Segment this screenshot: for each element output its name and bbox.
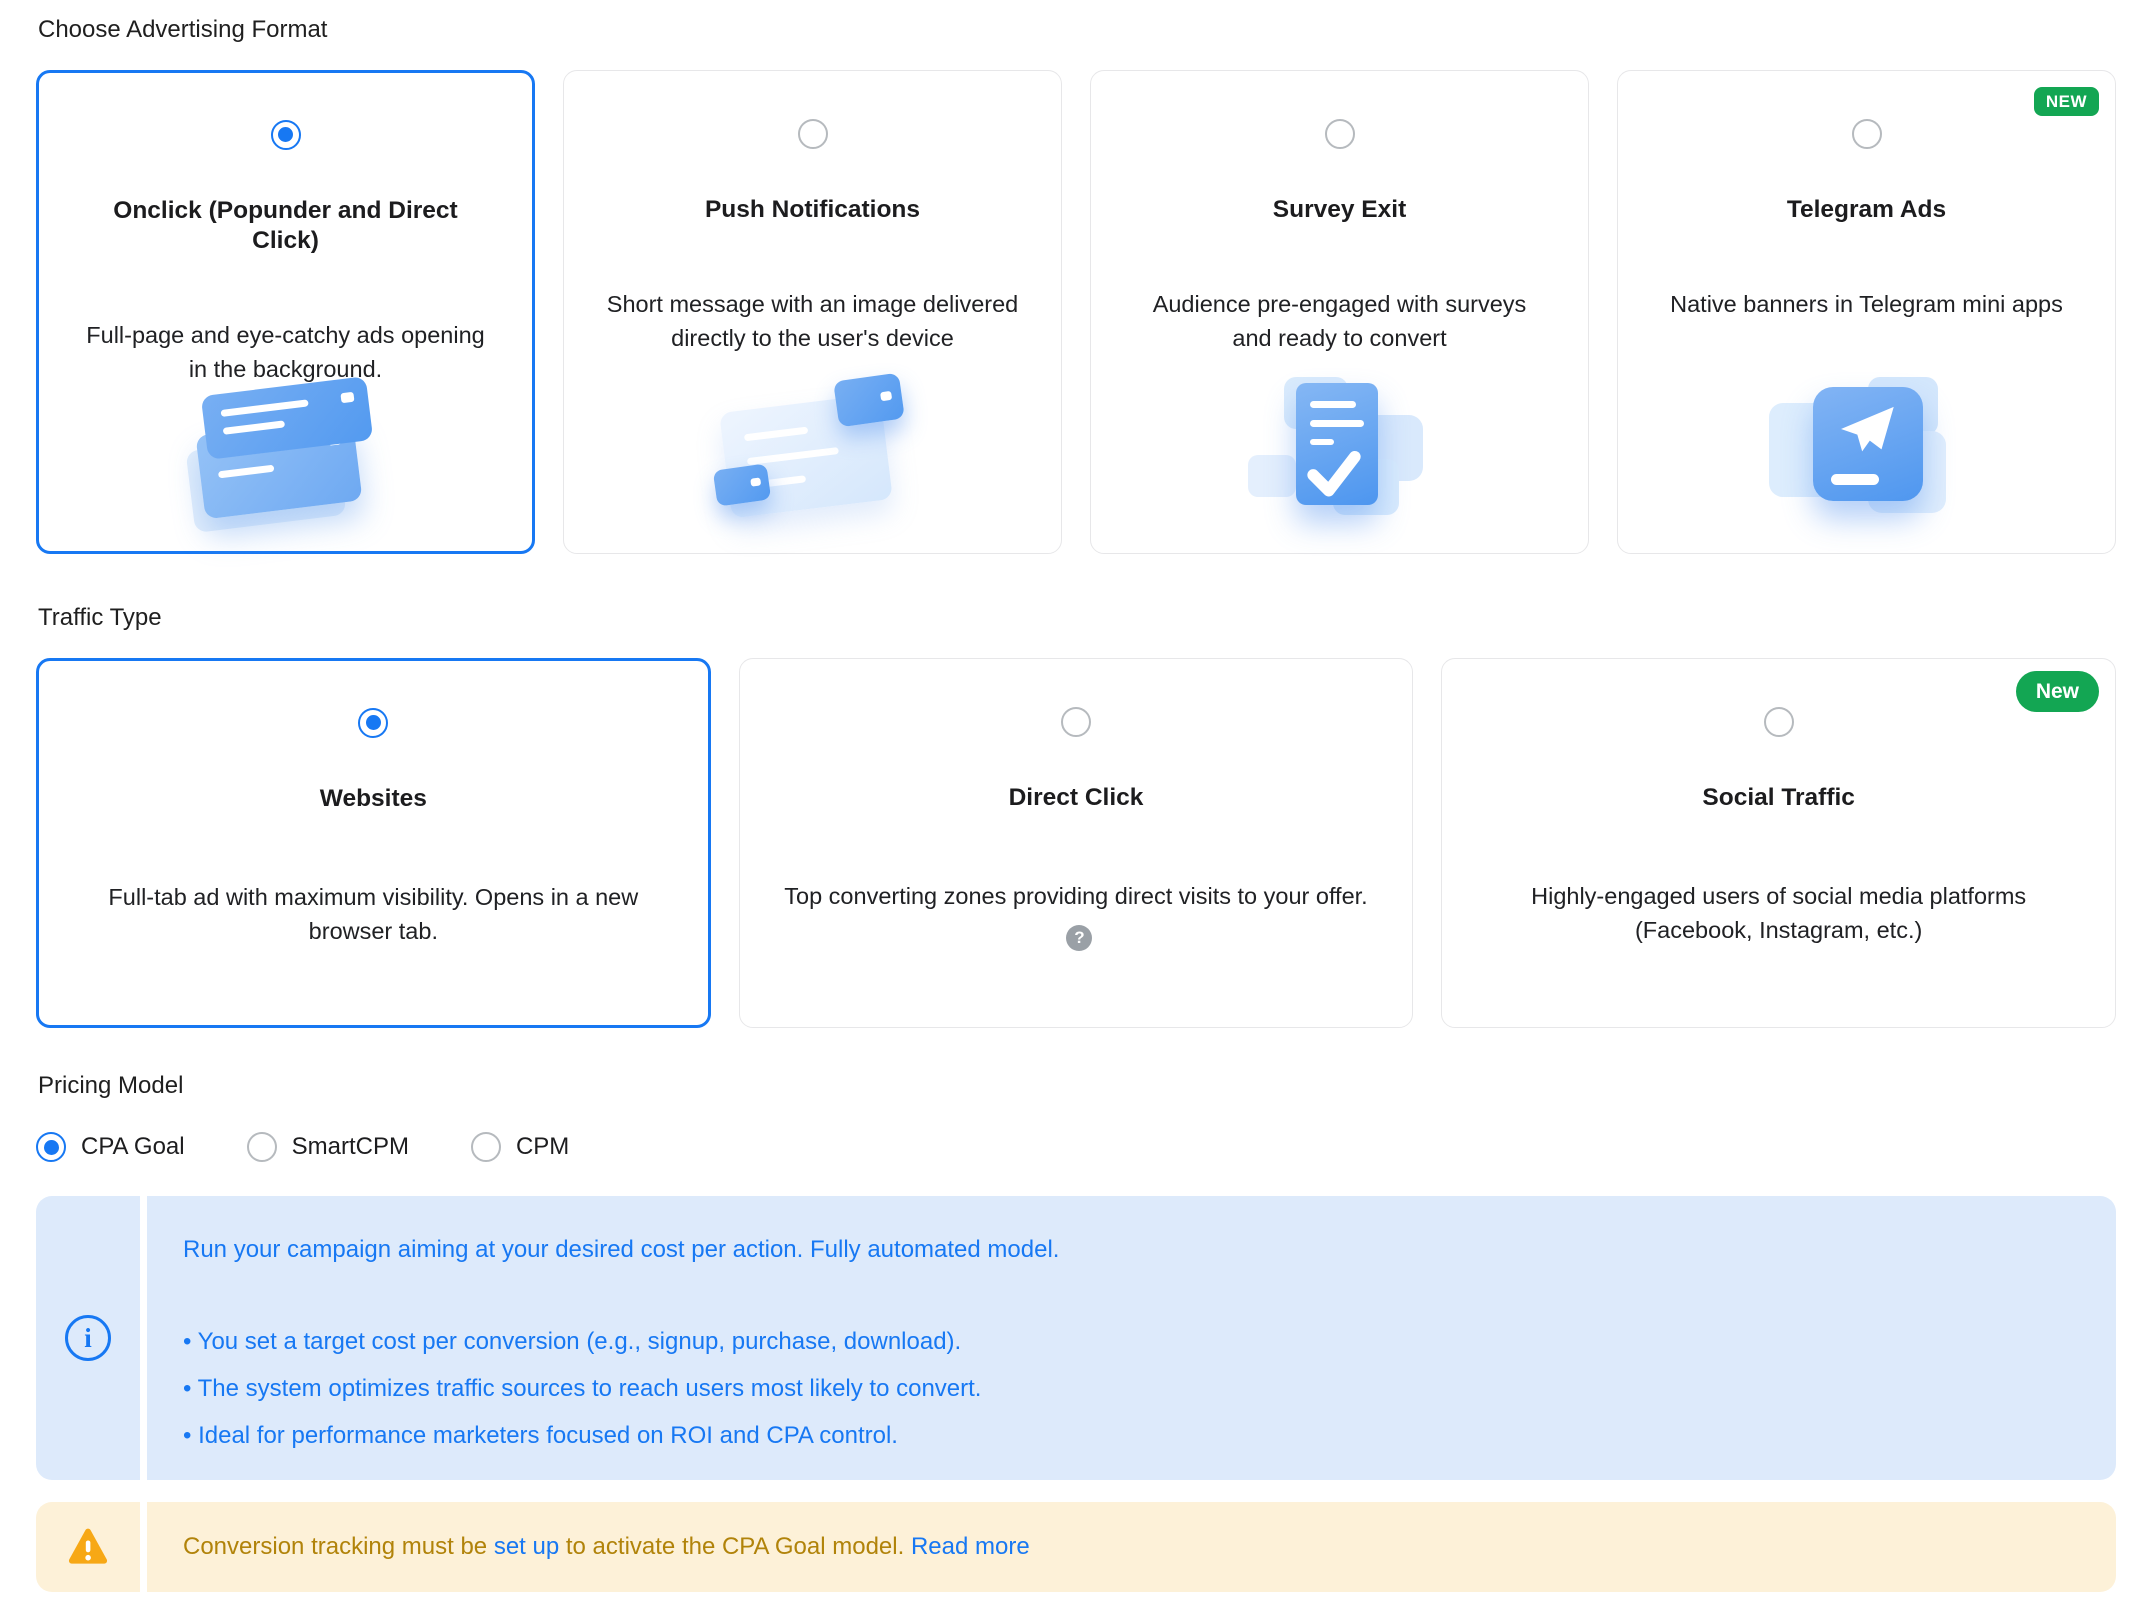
warning-icon <box>68 1528 108 1564</box>
info-box-icon-strip: i <box>36 1196 140 1480</box>
format-card-telegram[interactable]: NEW Telegram Ads Native banners in Teleg… <box>1617 70 2116 554</box>
info-bullet: The system optimizes traffic sources to … <box>183 1365 2080 1412</box>
radio-dot <box>365 715 381 730</box>
pricing-option-cpm[interactable]: CPM <box>470 1132 570 1162</box>
format-card-title: Telegram Ads <box>1786 196 1947 223</box>
smartcpm-radio[interactable] <box>246 1132 277 1162</box>
popunder-windows-illustration <box>185 375 383 533</box>
cpm-radio[interactable] <box>470 1132 501 1162</box>
format-card-description: Native banners in Telegram mini apps <box>1670 291 2063 317</box>
info-bullet: Ideal for performance marketers focused … <box>183 1412 2080 1459</box>
new-badge: New <box>2015 671 2099 712</box>
survey-checklist-illustration <box>1242 377 1437 515</box>
traffic-websites-radio[interactable] <box>358 707 389 738</box>
pricing-option-cpa-goal[interactable]: CPA Goal <box>36 1132 185 1162</box>
pricing-option-label: SmartCPM <box>291 1133 409 1160</box>
warning-box-content: Conversion tracking must be set up to ac… <box>147 1502 2116 1592</box>
cpa-goal-info-box: i Run your campaign aiming at your desir… <box>36 1196 2116 1480</box>
info-box-divider <box>140 1196 147 1480</box>
warning-box-divider <box>140 1502 147 1592</box>
pricing-option-smartcpm[interactable]: SmartCPM <box>246 1132 409 1162</box>
traffic-social-radio[interactable] <box>1763 707 1794 737</box>
format-onclick-radio[interactable] <box>270 119 301 150</box>
radio-dot <box>278 127 293 142</box>
traffic-card-title: Social Traffic <box>1702 784 1855 811</box>
advertising-format-cards: Onclick (Popunder and Direct Click) Full… <box>36 70 2116 554</box>
help-icon[interactable]: ? <box>1066 925 1093 951</box>
format-card-title: Onclick (Popunder and Direct Click) <box>113 196 458 254</box>
warning-box-icon-strip <box>36 1502 140 1592</box>
traffic-type-section: Traffic Type Websites Full-tab ad with m… <box>36 604 2116 1028</box>
traffic-card-title: Websites <box>319 784 427 812</box>
radio-dot <box>43 1139 59 1155</box>
pricing-option-label: CPA Goal <box>81 1133 185 1160</box>
traffic-card-websites[interactable]: Websites Full-tab ad with maximum visibi… <box>36 658 711 1028</box>
read-more-link[interactable]: Read more <box>910 1533 1030 1560</box>
format-card-title: Survey Exit <box>1272 196 1407 223</box>
cpa-goal-radio[interactable] <box>36 1132 66 1162</box>
format-push-radio[interactable] <box>797 119 828 149</box>
advertising-format-section: Choose Advertising Format Onclick (Popun… <box>36 16 2116 554</box>
format-card-description: Full-page and eye-catchy ads opening in … <box>86 321 485 382</box>
set-up-link[interactable]: set up <box>493 1533 560 1560</box>
traffic-direct-click-radio[interactable] <box>1060 707 1091 737</box>
format-card-description: Audience pre-engaged with surveys and re… <box>1152 291 1527 351</box>
pricing-options: CPA Goal SmartCPM CPM <box>36 1132 2116 1162</box>
info-icon: i <box>65 1315 111 1361</box>
format-card-survey-exit[interactable]: Survey Exit Audience pre-engaged with su… <box>1090 70 1589 554</box>
info-bullet: You set a target cost per conversion (e.… <box>183 1318 2080 1365</box>
traffic-card-social[interactable]: New Social Traffic Highly-engaged users … <box>1441 658 2116 1028</box>
format-card-push[interactable]: Push Notifications Short message with an… <box>563 70 1062 554</box>
format-card-title: Push Notifications <box>704 196 921 223</box>
format-survey-radio[interactable] <box>1324 119 1355 149</box>
traffic-card-description: Full-tab ad with maximum visibility. Ope… <box>108 883 639 944</box>
info-box-content: Run your campaign aiming at your desired… <box>147 1196 2116 1480</box>
pricing-model-section: Pricing Model CPA Goal SmartCPM CPM i Ru… <box>36 1072 2116 1592</box>
new-badge: NEW <box>2033 87 2099 116</box>
format-card-onclick[interactable]: Onclick (Popunder and Direct Click) Full… <box>36 70 535 554</box>
pricing-option-label: CPM <box>515 1133 570 1160</box>
info-bullet-list: You set a target cost per conversion (e.… <box>183 1318 2080 1459</box>
pricing-model-label: Pricing Model <box>38 1072 184 1099</box>
format-telegram-radio[interactable] <box>1851 119 1882 149</box>
paper-plane-icon <box>1841 406 1894 452</box>
push-notification-illustration <box>712 372 910 519</box>
telegram-plane-illustration <box>1769 377 1964 515</box>
traffic-card-description: Top converting zones providing direct vi… <box>780 879 1373 951</box>
traffic-card-description: Highly-engaged users of social media pla… <box>1531 883 2027 943</box>
advertising-format-label: Choose Advertising Format <box>38 16 328 43</box>
format-card-description: Short message with an image delivered di… <box>606 291 1019 351</box>
info-intro-text: Run your campaign aiming at your desired… <box>183 1236 1060 1263</box>
checkmark-icon <box>1307 450 1361 497</box>
traffic-card-title: Direct Click <box>1008 784 1144 811</box>
traffic-type-label: Traffic Type <box>38 604 162 631</box>
warning-text: Conversion tracking must be set up to ac… <box>183 1533 1030 1560</box>
traffic-type-cards: Websites Full-tab ad with maximum visibi… <box>36 658 2116 1028</box>
conversion-tracking-warning: Conversion tracking must be set up to ac… <box>36 1502 2116 1592</box>
traffic-card-direct-click[interactable]: Direct Click Top converting zones provid… <box>738 658 1414 1028</box>
